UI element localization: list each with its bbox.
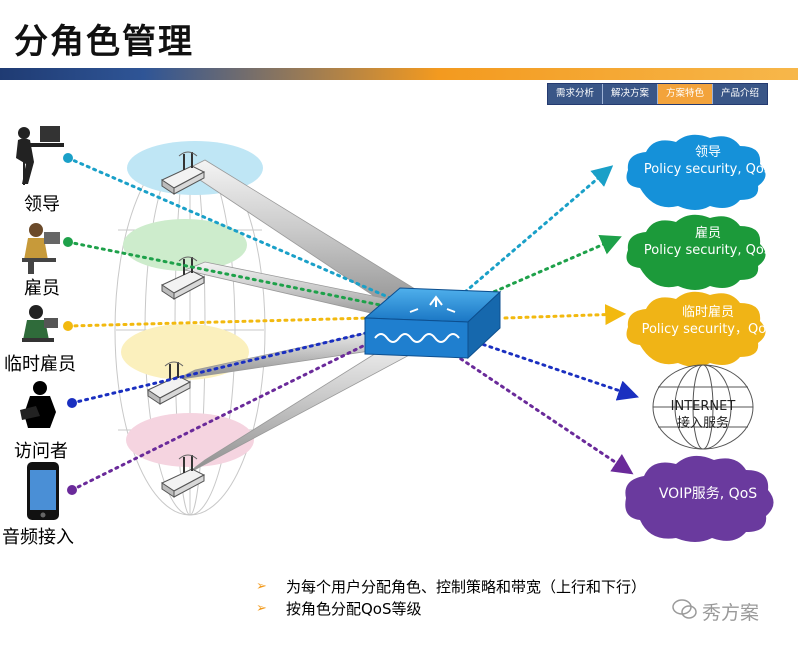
service-links: [453, 165, 639, 475]
access-point-2: [160, 256, 206, 300]
cloud-voip: [625, 455, 774, 542]
link-visitor: [70, 330, 372, 405]
watermark: 秀方案: [672, 598, 759, 625]
header-band: [0, 68, 798, 80]
nav-tabs: 需求分析 解决方案 方案特色 产品介绍: [547, 83, 769, 105]
cloud-executive-policy: Policy security, QoS: [643, 162, 773, 177]
link-executive: [66, 156, 397, 302]
internet-title: INTERNET: [670, 399, 736, 414]
internet-globe: [652, 364, 754, 450]
cloud-employee-policy: Policy security, QoS: [643, 243, 773, 258]
access-point-3: [146, 361, 192, 405]
dot-temp: [63, 321, 73, 331]
tab-requirement[interactable]: 需求分析: [548, 84, 604, 104]
bullet-list: ➢ 为每个用户分配角色、控制策略和带宽（上行和下行） ➢ 按角色分配QoS等级: [256, 576, 646, 620]
cloud-employee: [626, 214, 766, 290]
dot-executive: [63, 153, 73, 163]
page-title: 分角色管理: [14, 22, 194, 62]
link-employee: [66, 240, 397, 310]
internet-label: INTERNET 接入服务: [671, 398, 736, 432]
arrow-to-voip: [453, 353, 634, 475]
bullet-item: ➢ 为每个用户分配角色、控制策略和带宽（上行和下行）: [256, 576, 646, 598]
dot-phone: [67, 485, 77, 495]
cloud-executive-role: 领导: [694, 145, 722, 160]
cloud-temp-policy: Policy security，QoS: [641, 322, 775, 337]
coverage-green: [123, 219, 247, 271]
visitor-laptop-icon: [20, 381, 56, 428]
cloud-temp-label: 临时雇员 Policy security，QoS: [642, 304, 775, 338]
dot-employee: [63, 237, 73, 247]
smartphone-icon: [27, 462, 59, 520]
watermark-text: 秀方案: [702, 602, 760, 624]
link-phone: [70, 343, 367, 492]
bullet-arrow-icon: ➢: [256, 579, 267, 594]
arrow-to-temp-cloud: [503, 304, 627, 326]
user-label-employee: 雇员: [24, 278, 60, 299]
cloud-employee-role: 雇员: [694, 226, 722, 241]
arrow-to-executive-cloud: [463, 165, 614, 294]
wechat-icon: [672, 598, 698, 625]
bullet-arrow-icon: ➢: [256, 601, 267, 616]
executive-at-desk-icon: [16, 126, 64, 185]
employee-at-desk-icon: [22, 223, 60, 274]
user-label-visitor: 访问者: [14, 441, 68, 462]
tab-features[interactable]: 方案特色: [658, 84, 714, 104]
dot-visitor: [67, 398, 77, 408]
tab-solution[interactable]: 解决方案: [603, 84, 659, 104]
cloud-executive-label: 领导 Policy security, QoS: [644, 144, 772, 178]
bullet-text: 为每个用户分配角色、控制策略和带宽（上行和下行）: [286, 578, 647, 596]
user-label-phone: 音频接入: [2, 527, 74, 548]
access-point-4: [160, 454, 206, 498]
cloud-temp: [626, 291, 766, 367]
user-label-executive: 领导: [24, 194, 60, 215]
cloud-temp-role: 临时雇员: [681, 305, 734, 320]
cloud-executive: [626, 134, 766, 210]
link-temp: [66, 316, 372, 328]
bullet-item: ➢ 按角色分配QoS等级: [256, 598, 646, 620]
coverage-pink: [126, 413, 254, 467]
internet-subtitle: 接入服务: [676, 416, 730, 431]
temp-worker-icon: [22, 305, 58, 342]
user-links: [66, 156, 397, 492]
voip-title: VOIP服务, QoS: [658, 486, 758, 502]
access-point-1: [160, 151, 206, 195]
arrow-to-employee-cloud: [473, 235, 622, 302]
arrow-to-internet: [468, 338, 639, 401]
cloud-employee-label: 雇员 Policy security, QoS: [644, 225, 772, 259]
core-switch: [363, 287, 502, 360]
user-label-temp: 临时雇员: [4, 354, 76, 375]
bullet-text: 按角色分配QoS等级: [286, 600, 422, 618]
uplink-beams: [174, 159, 421, 476]
voip-label: VOIP服务, QoS: [659, 486, 757, 503]
tab-products[interactable]: 产品介绍: [713, 84, 768, 104]
